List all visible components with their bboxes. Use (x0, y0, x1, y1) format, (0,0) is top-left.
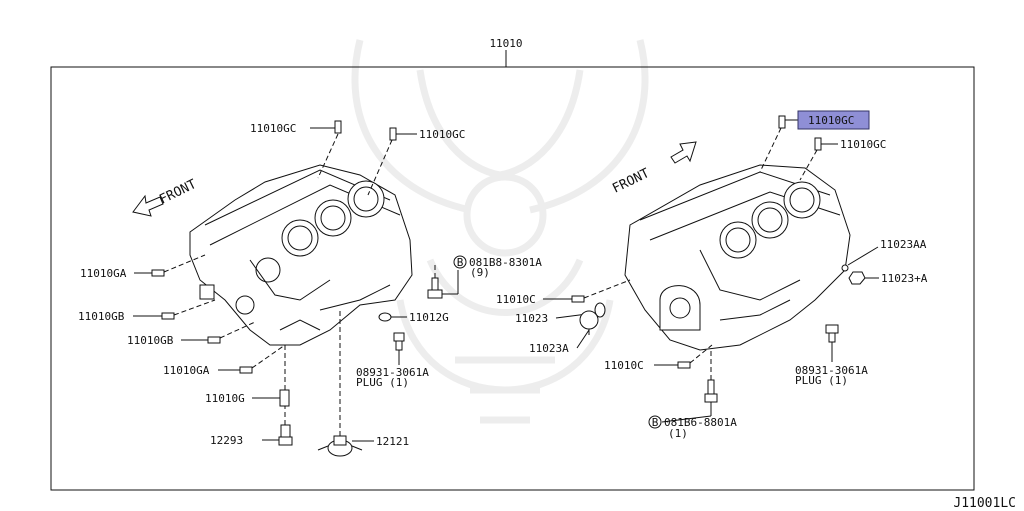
part-11023-washer (594, 302, 606, 318)
callout-c-2[interactable]: 11010C (604, 359, 644, 372)
callout-plug-right[interactable]: 08931-3061A (795, 364, 868, 377)
callout-ga-1[interactable]: 11010GA (80, 267, 127, 280)
callout-gb-1[interactable]: 11010GB (78, 310, 125, 323)
callout-12121[interactable]: 12121 (376, 435, 409, 448)
right-cylinder-block[interactable] (624, 164, 851, 351)
svg-text:B: B (457, 256, 464, 269)
callout-11023a[interactable]: 11023A (529, 342, 569, 355)
diagram-frame (50, 66, 975, 491)
part-12121-sensor (317, 435, 363, 457)
callout-bolt-right[interactable]: 081B6-8801A (664, 416, 737, 429)
part-11023a-plug (579, 310, 599, 335)
callout-11012g[interactable]: 11012G (409, 311, 449, 324)
selected-callout-highlight (797, 110, 870, 130)
part-11023-plus-a (848, 271, 866, 285)
dowel-ga-2 (239, 366, 253, 374)
left-cylinder-block[interactable] (189, 164, 413, 346)
dowel-gc-right-b (814, 137, 822, 151)
front-arrow-left: FRONT (132, 177, 199, 217)
callout-bolt-right-qty[interactable]: (1) (668, 427, 688, 440)
dowel-gb-2 (207, 336, 221, 344)
front-label-right: FRONT (610, 166, 652, 197)
bolt-circle-b-left: B (453, 255, 467, 269)
dowel-c-1 (571, 295, 585, 303)
dowel-gc-right-sel (778, 115, 786, 129)
callout-plug-right-qty[interactable]: PLUG (1) (795, 374, 848, 387)
figure-code: J11001LC (953, 496, 1016, 511)
callout-c-1[interactable]: 11010C (496, 293, 536, 306)
part-12293-bolt (278, 424, 293, 446)
callout-gc-right-b[interactable]: 11010GC (840, 138, 886, 151)
watermark-emblem (351, 39, 649, 424)
callout-bolt-left[interactable]: 081B8-8301A (469, 256, 542, 269)
callout-gc-right-selected[interactable]: 11010GC (808, 114, 854, 127)
dowel-gc-left-a (334, 120, 342, 134)
callout-plug-left[interactable]: 08931-3061A (356, 366, 429, 379)
bolt-circle-b-right: B (648, 415, 662, 429)
svg-text:B: B (652, 416, 659, 429)
part-plug-right (825, 324, 839, 343)
callout-11023-plus-a[interactable]: 11023+A (881, 272, 928, 285)
callout-gc-left-b[interactable]: 11010GC (419, 128, 465, 141)
part-11023aa (841, 264, 849, 272)
main-part-number[interactable]: 11010 (489, 37, 522, 50)
callout-ga-2[interactable]: 11010GA (163, 364, 210, 377)
dowel-gc-left-b (389, 127, 397, 141)
dowel-gb-1 (161, 312, 175, 320)
callout-gb-2[interactable]: 11010GB (127, 334, 174, 347)
dowel-ga-1 (151, 269, 165, 277)
part-11012g-oring (378, 312, 392, 322)
dowel-g (279, 389, 290, 407)
callout-11023[interactable]: 11023 (515, 312, 548, 325)
callout-plug-left-qty[interactable]: PLUG (1) (356, 376, 409, 389)
callout-11023aa[interactable]: 11023AA (880, 238, 927, 251)
callout-bolt-left-qty[interactable]: (9) (470, 266, 490, 279)
part-plug-left (393, 332, 405, 351)
front-label-left: FRONT (157, 177, 199, 208)
callout-g[interactable]: 11010G (205, 392, 245, 405)
part-bolt-right (704, 379, 718, 403)
callout-gc-left-a[interactable]: 11010GC (250, 122, 296, 135)
dowel-c-2 (677, 361, 691, 369)
callout-12293[interactable]: 12293 (210, 434, 243, 447)
